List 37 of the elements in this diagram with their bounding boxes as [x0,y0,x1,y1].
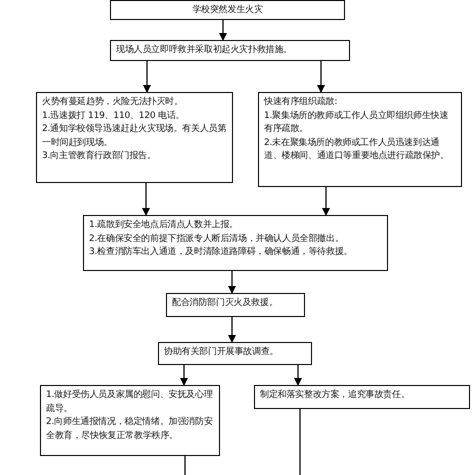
process-box [254,385,470,409]
process-box [110,40,350,61]
box-text: 制定和落实整改方案，追究事故责任。 [260,389,411,402]
arrow [228,317,236,343]
box-text: 2.通知学校领导迅速赶赴火灾现场。有关人员第一时间赶到现场。 [42,123,227,150]
arrow [317,61,325,93]
process-box [83,215,388,271]
box-text: 2.向师生通报情况，稳定情绪。加强消防安全教育，尽快恢复正常教学秩序。 [46,416,214,442]
box-text: 1.迅速拨打 119、110、120 电话。 [42,110,186,122]
arrow [142,183,150,216]
box-text: 3.检查消防车出入通道，及时清除道路障碍，确保畅通，等待救援。 [89,246,354,259]
arrow [294,365,302,386]
box-text: 火势有蔓延趋势，火险无法扑灭时。 [42,96,184,109]
connector-line [184,456,186,475]
box-text: 3.向主管教育行政部门报告。 [42,150,157,163]
arrow [143,61,151,93]
box-text: 配合消防部门灭火及救援。 [172,297,279,310]
box-text: 快速有序组织疏散: [264,96,338,109]
process-box [158,342,312,365]
arrow [228,271,236,294]
box-text: 1.做好受伤人员及家属的慰问、安抚及心理疏导。 [46,389,214,416]
connector-line [299,409,301,475]
process-box [258,92,462,187]
process-box [40,385,220,456]
arrow [180,365,188,386]
box-text: 学校突然发生火灾 [191,4,264,17]
box-text: 1.疏散到安全地点后清点人数并上报。 [89,219,239,232]
box-text: 2.未在聚集场所的教师或工作人员迅速到达通道、楼梯间、通道口等重要地点进行疏散保护。 [264,136,450,163]
process-box [36,92,233,183]
box-text: 2.在确保安全的前提下指派专人断后清场，并确认人员全部撤出。 [89,232,345,246]
process-box [110,0,345,20]
process-box [166,293,305,317]
arrow [322,187,330,216]
box-text: 1.聚集场所的教师或工作人员立即组织师生快速有序疏散。 [264,110,450,136]
arrow [219,20,227,41]
box-text: 协助有关部门开展事故调查。 [164,346,280,359]
box-text: 现场人员立即呼救并采取初起火灾扑救措施。 [116,44,294,57]
